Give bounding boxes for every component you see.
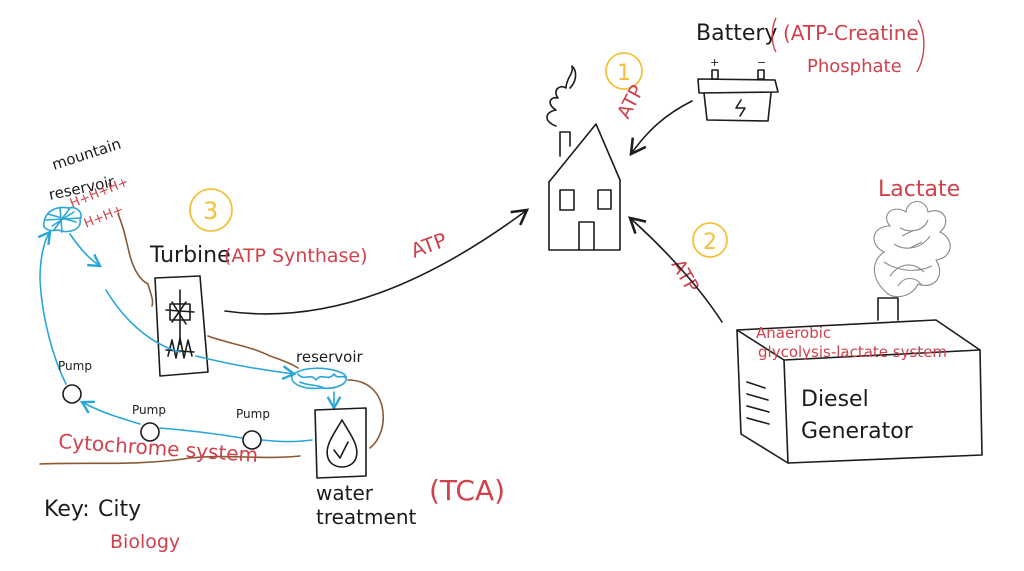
ground-line: [39, 455, 301, 465]
chimney-smoke: [546, 65, 577, 127]
battery-paren-left: [771, 17, 777, 53]
diesel-generator: [736, 297, 983, 464]
valley-slope: [207, 335, 299, 369]
turbine-biology-label: (ATP Synthase): [224, 245, 368, 267]
lower-reservoir-label: reservoir: [296, 348, 363, 366]
battery-biology-label: (ATP-Creatine: [783, 21, 919, 45]
generator-biology-label-line2: glycolysis-lactate system: [758, 343, 947, 361]
flow-to-turbine: [105, 289, 181, 353]
pump-1-label: Pump: [58, 359, 92, 373]
battery-biology-label-line2: Phosphate: [807, 56, 902, 77]
pump-3-icon: [242, 430, 262, 450]
mountain-reservoir-water: [42, 206, 82, 233]
pump-1-icon: [62, 384, 82, 404]
turbine-label: Turbine: [149, 243, 231, 268]
pump-2-label: Pump: [132, 403, 166, 417]
key-title: Key:: [44, 497, 90, 522]
return-pipe-4: [37, 230, 67, 385]
number-two: 2: [703, 230, 717, 255]
mountain-reservoir-label-line1: mountain: [50, 135, 124, 174]
water-treatment-biology-label: (TCA): [429, 474, 505, 507]
mountain-slope: [117, 213, 154, 307]
water-treatment-label-line1: water: [316, 481, 374, 505]
generator-label-line2: Generator: [801, 419, 914, 444]
battery-label: Battery: [696, 21, 777, 46]
water-treatment-label-line2: treatment: [316, 505, 416, 529]
number-two-circle: [692, 222, 728, 258]
lower-reservoir-water: [291, 367, 347, 390]
pump-2-icon: [140, 422, 160, 442]
number-one-circle: [605, 52, 643, 90]
number-three: 3: [203, 197, 218, 225]
return-pipe-2: [159, 427, 243, 439]
protons-label-line2: H+H+: [82, 202, 126, 231]
flow-to-lower-reservoir: [195, 355, 297, 381]
hill-slope: [347, 379, 385, 449]
battery: + −: [697, 56, 779, 122]
number-three-circle: [189, 188, 233, 232]
water-treatment-plant: [314, 407, 367, 479]
turbine-to-house-arrow: [224, 208, 530, 315]
key-city-label: City: [98, 497, 141, 522]
generator-label-line1: Diesel: [801, 387, 869, 412]
battery-to-house-arrow: [629, 100, 693, 157]
generator-biology-label-line1: Anaerobic: [756, 324, 831, 342]
return-pipe-1: [261, 439, 313, 443]
house: [548, 123, 621, 251]
key-biology-label: Biology: [110, 531, 180, 553]
return-pipe-3: [79, 400, 141, 425]
pump-3-label: Pump: [236, 407, 270, 421]
battery-minus-sign: −: [757, 56, 766, 69]
turbine: [154, 275, 209, 377]
number-one: 1: [617, 61, 631, 86]
generator-atp-label: ATP: [667, 256, 703, 297]
lactate-exhaust: [873, 200, 951, 298]
battery-plus-sign: +: [710, 56, 719, 69]
generator-to-house-arrow: [628, 216, 723, 323]
lactate-label: Lactate: [878, 177, 960, 202]
battery-paren-right: [916, 19, 925, 73]
turbine-atp-label: ATP: [408, 228, 450, 263]
reservoir-outflow-arrow: [69, 233, 103, 268]
